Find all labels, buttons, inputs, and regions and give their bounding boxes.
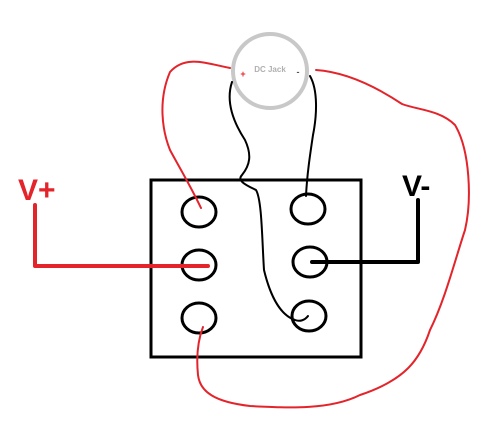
dc-jack-title: DC Jack	[254, 65, 286, 74]
switch-terminals	[180, 192, 329, 335]
red-wires	[33, 60, 470, 409]
terminal-bottom-right	[290, 299, 328, 333]
terminal-top-right	[289, 192, 327, 226]
vplus-wire	[33, 203, 210, 268]
terminal-top-left	[180, 195, 218, 229]
jack-minus-loop-wire	[196, 69, 470, 409]
black-wires	[228, 75, 420, 322]
vplus-label: V+	[18, 174, 56, 207]
jack-to-top-right-wire	[305, 75, 317, 197]
dc-jack-plus: +	[240, 69, 245, 79]
switch-body	[149, 178, 363, 359]
vminus-wire	[310, 198, 420, 264]
dc-jack-minus: -	[297, 67, 300, 77]
jack-to-bottom-right-wire	[228, 81, 309, 322]
vminus-label: V-	[402, 170, 430, 203]
jack-plus-to-terminal-wire	[161, 60, 231, 209]
terminal-bottom-left	[180, 301, 218, 335]
dc-jack-ring	[231, 32, 309, 110]
